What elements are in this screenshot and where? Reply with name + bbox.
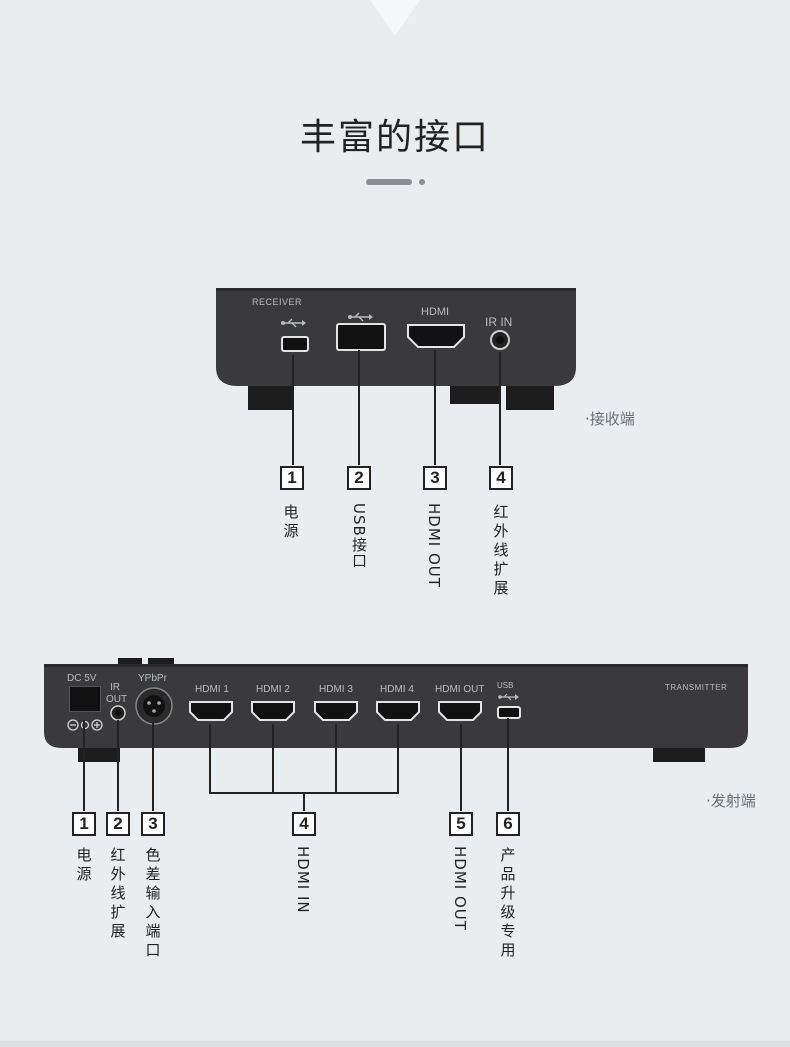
transmitter-side-label: ·发射端 xyxy=(706,792,756,810)
bottom-divider xyxy=(0,1041,790,1047)
transmitter-callout-line-3 xyxy=(152,722,154,811)
receiver-hdmi-port xyxy=(407,324,465,348)
receiver-callout-text-4: 红外线扩展 xyxy=(493,503,509,597)
receiver-brand-label: RECEIVER xyxy=(252,297,303,307)
receiver-callout-text-1: 电源 xyxy=(283,503,299,540)
title-underline-dot xyxy=(419,179,425,185)
transmitter-usb-symbol-icon xyxy=(498,693,519,701)
transmitter-callout-text-1: 电源 xyxy=(76,846,92,883)
transmitter-callout-num-6: 6 xyxy=(496,812,520,836)
transmitter-callout-text-4: HDMI IN xyxy=(294,846,312,914)
transmitter-hdmi-out-label: HDMI OUT xyxy=(435,684,485,695)
transmitter-hdmi4-label: HDMI 4 xyxy=(380,684,414,695)
transmitter-ypbpr-label: YPbPr xyxy=(138,673,167,684)
receiver-callout-num-2: 2 xyxy=(347,466,371,490)
transmitter-callout-num-5: 5 xyxy=(449,812,473,836)
transmitter-callout-line-1 xyxy=(83,720,85,811)
receiver-power-port xyxy=(281,336,309,352)
transmitter-callout-text-5: HDMI OUT xyxy=(451,846,469,931)
transmitter-usb-port xyxy=(497,706,521,719)
receiver-callout-line-3 xyxy=(434,350,436,465)
dc-polarity-icon xyxy=(67,719,103,731)
transmitter-callout-num-3: 3 xyxy=(141,812,165,836)
transmitter-callout-line-4c xyxy=(335,724,337,794)
receiver-callout-num-4: 4 xyxy=(489,466,513,490)
transmitter-callout-text-3: 色差输入端口 xyxy=(145,846,161,959)
receiver-ir-in-label: IR IN xyxy=(485,315,513,329)
transmitter-ir-out-label-line1: IR xyxy=(110,682,120,693)
transmitter-hdmi-out-port xyxy=(438,701,482,721)
page-title: 丰富的接口 xyxy=(299,117,490,158)
transmitter-brand-label: TRANSMITTER xyxy=(665,683,728,692)
transmitter-hdmi4-port xyxy=(376,701,420,721)
receiver-callout-num-1: 1 xyxy=(280,466,304,490)
receiver-callout-line-2 xyxy=(358,350,360,465)
transmitter-hdmi3-label: HDMI 3 xyxy=(319,684,353,695)
transmitter-ypbpr-port xyxy=(135,687,173,725)
transmitter-callout-num-1: 1 xyxy=(72,812,96,836)
receiver-callout-line-4 xyxy=(499,352,501,465)
receiver-hdmi-label: HDMI xyxy=(421,306,450,318)
transmitter-ir-out-label-line2: OUT xyxy=(106,694,128,705)
receiver-callout-line-1 xyxy=(292,355,294,465)
receiver-ir-in-jack xyxy=(490,330,510,350)
receiver-usb-symbol-icon-2 xyxy=(348,312,373,322)
top-notch-decoration xyxy=(370,0,420,36)
transmitter-callout-num-4: 4 xyxy=(292,812,316,836)
receiver-usb-symbol-icon xyxy=(281,318,306,328)
transmitter-usb-label: USB xyxy=(497,681,514,690)
transmitter-callout-num-2: 2 xyxy=(106,812,130,836)
receiver-callout-num-3: 3 xyxy=(423,466,447,490)
transmitter-callout-line-4a xyxy=(209,724,211,794)
transmitter-hdmi2-port xyxy=(251,701,295,721)
transmitter-callout-line-2 xyxy=(117,720,119,811)
transmitter-hdmi3-port xyxy=(314,701,358,721)
transmitter-dc-port xyxy=(69,686,101,712)
transmitter-callout-line-5 xyxy=(460,724,462,811)
receiver-usb-port xyxy=(336,323,386,351)
transmitter-callout-line-4b xyxy=(272,724,274,794)
transmitter-callout-line-4 xyxy=(303,792,305,811)
receiver-device xyxy=(216,288,576,410)
transmitter-callout-line-6 xyxy=(507,718,509,811)
transmitter-hdmi2-label: HDMI 2 xyxy=(256,684,290,695)
transmitter-hdmi1-port xyxy=(189,701,233,721)
receiver-callout-text-2: USB接口 xyxy=(350,503,368,569)
transmitter-hdmi1-label: HDMI 1 xyxy=(195,684,229,695)
receiver-callout-text-3: HDMI OUT xyxy=(425,503,443,588)
transmitter-dc-label: DC 5V xyxy=(67,673,97,684)
transmitter-callout-text-2: 红外线扩展 xyxy=(110,846,126,940)
transmitter-callout-text-6: 产品升级专用 xyxy=(500,846,516,959)
receiver-side-label: ·接收端 xyxy=(585,410,635,428)
transmitter-callout-line-4d xyxy=(397,724,399,794)
title-underline-bar xyxy=(366,179,412,185)
